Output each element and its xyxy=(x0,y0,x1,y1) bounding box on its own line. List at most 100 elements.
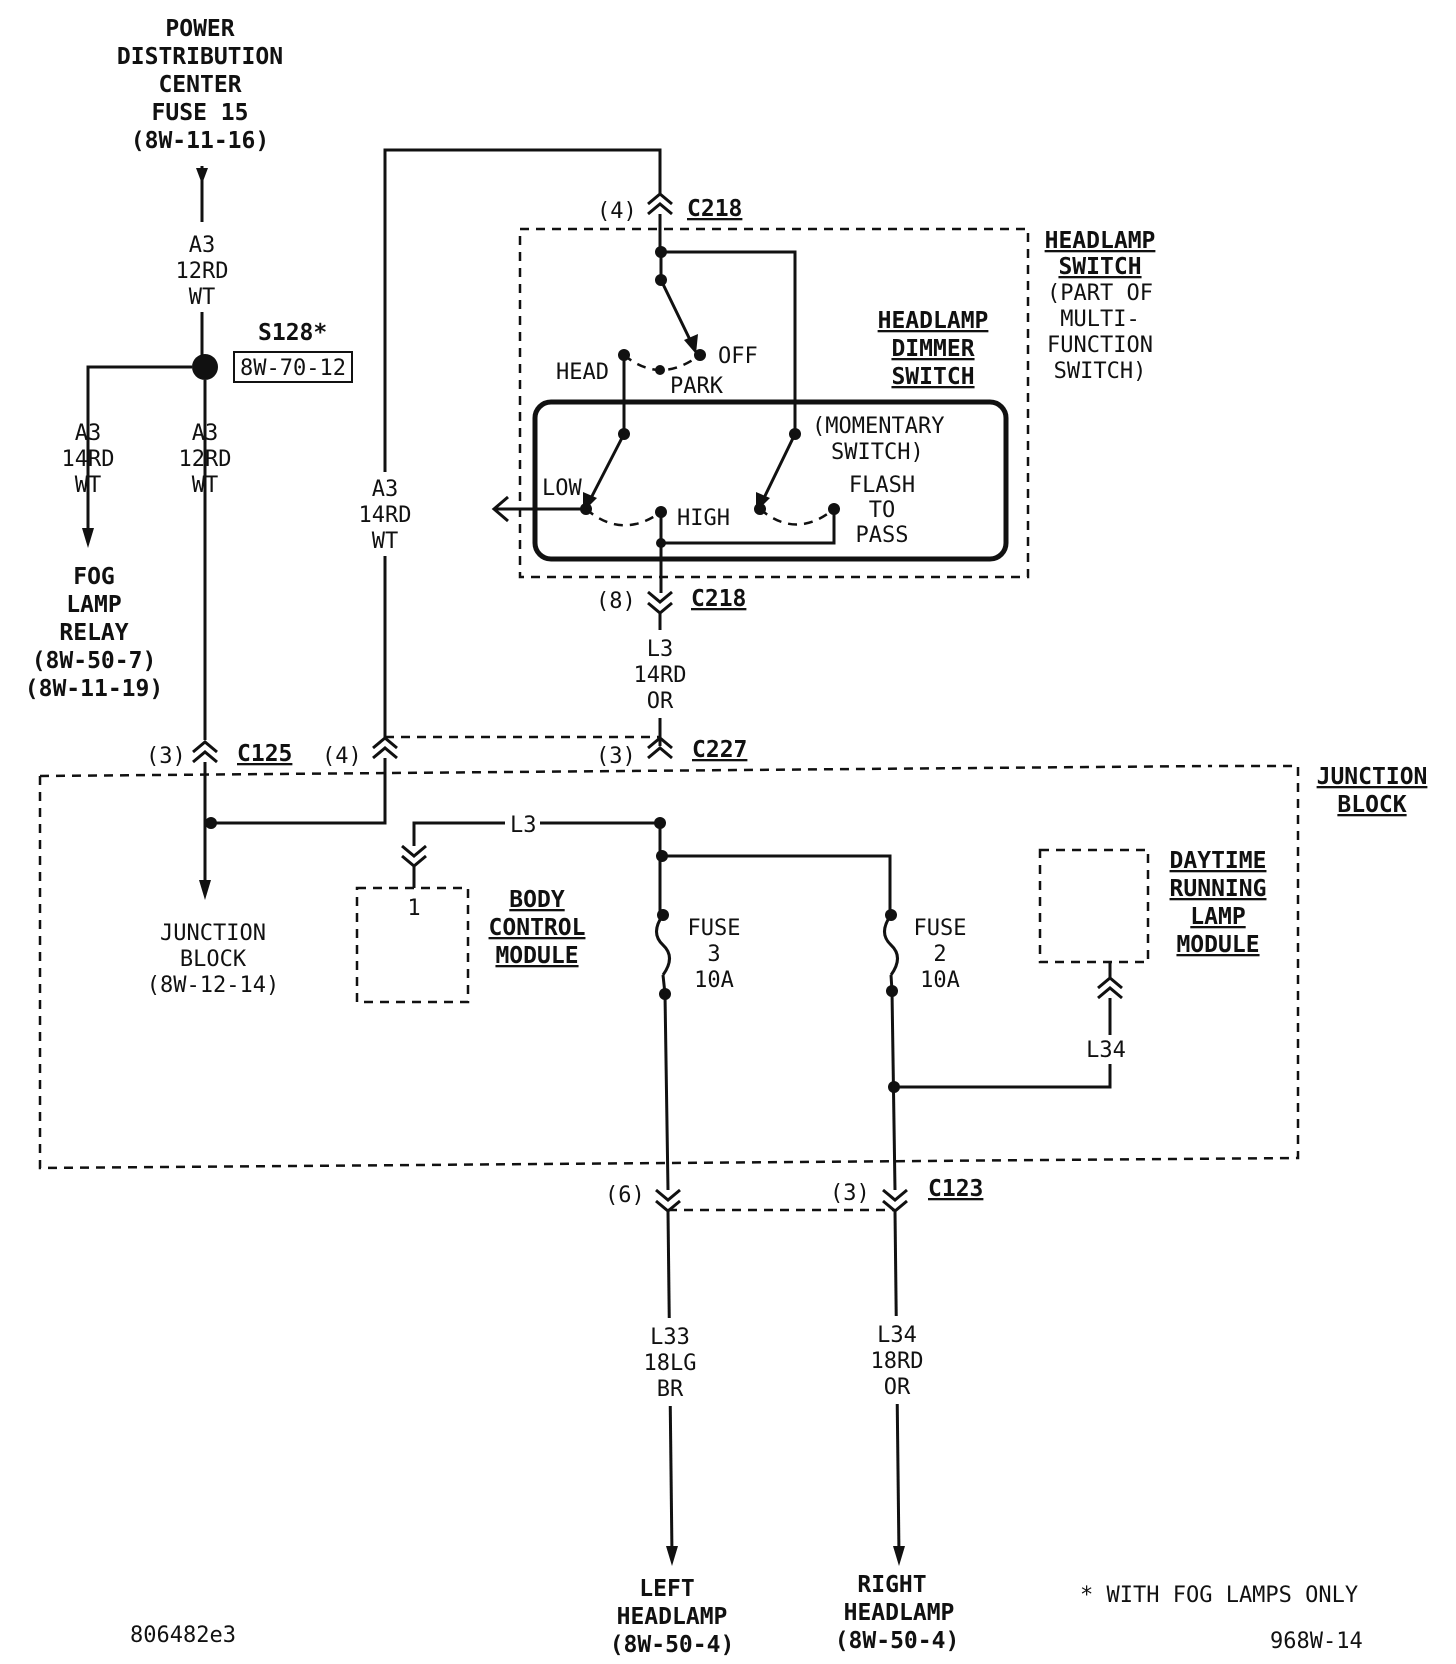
dimmer-blade xyxy=(588,433,626,501)
svg-text:10A: 10A xyxy=(694,968,734,993)
page-id-label: 968W-14 xyxy=(1270,1629,1363,1654)
svg-text:MODULE: MODULE xyxy=(495,943,578,969)
svg-text:14RD: 14RD xyxy=(62,447,115,472)
flash-position-arc xyxy=(759,508,835,526)
headlamp-switch-label: HEADLAMP SWITCH (PART OF MULTI- FUNCTION… xyxy=(1045,228,1156,384)
wire-a3-12rd-top-label: A3 12RD WT xyxy=(176,233,229,310)
junction-block-ref-label: JUNCTION BLOCK (8W-12-14) xyxy=(147,921,279,998)
svg-text:RUNNING: RUNNING xyxy=(1170,876,1267,902)
svg-text:FLASH: FLASH xyxy=(849,473,915,498)
headlamp-switch-blade xyxy=(659,279,695,347)
junction-block-ref-arrow xyxy=(199,880,211,900)
svg-text:DAYTIME: DAYTIME xyxy=(1170,848,1267,874)
svg-text:A3: A3 xyxy=(372,477,399,502)
splice-s128-label: S128* xyxy=(258,320,327,346)
fuse-3-label: FUSE 3 10A xyxy=(688,916,741,993)
svg-text:12RD: 12RD xyxy=(176,259,229,284)
svg-text:14RD: 14RD xyxy=(634,663,687,688)
svg-text:WT: WT xyxy=(189,285,216,310)
connector-c125: (3) C125 xyxy=(146,740,292,769)
svg-text:(3): (3) xyxy=(596,744,636,769)
svg-text:FOG: FOG xyxy=(73,564,115,590)
svg-text:(8W-50-4): (8W-50-4) xyxy=(610,1632,735,1658)
wire-flash-to-high xyxy=(661,509,836,545)
connector-c218-top: (4) C218 xyxy=(597,192,742,252)
svg-text:WT: WT xyxy=(192,473,219,498)
jb-left-node xyxy=(205,817,217,829)
svg-text:FUSE: FUSE xyxy=(688,916,741,941)
svg-text:(8): (8) xyxy=(596,589,636,614)
svg-text:DIMMER: DIMMER xyxy=(891,336,974,362)
left-headlamp-arrow xyxy=(666,1546,678,1566)
connector-c218-bottom: (8) C218 xyxy=(596,586,746,615)
svg-text:C123: C123 xyxy=(928,1176,983,1202)
wire-a3-14rd-fog-label: A3 14RD WT xyxy=(62,421,115,498)
footnote-fog-lamps: * WITH FOG LAMPS ONLY xyxy=(1080,1583,1358,1608)
svg-text:L33: L33 xyxy=(650,1325,690,1350)
svg-text:(3): (3) xyxy=(146,744,186,769)
svg-text:JUNCTION: JUNCTION xyxy=(1317,764,1428,790)
high-output-node xyxy=(656,538,666,548)
svg-text:WT: WT xyxy=(372,529,399,554)
connector-c227: (3) C227 xyxy=(596,736,747,769)
fog-relay-arrow xyxy=(82,528,94,548)
wire-l34-drl-label: L34 xyxy=(1086,1038,1126,1063)
wire-l33-18lg-label: L33 18LG BR xyxy=(632,1318,710,1406)
svg-text:14RD: 14RD xyxy=(359,503,412,528)
svg-text:(6): (6) xyxy=(605,1183,645,1208)
svg-text:(4): (4) xyxy=(597,199,637,224)
svg-text:3: 3 xyxy=(707,942,720,967)
svg-text:OR: OR xyxy=(884,1375,911,1400)
svg-text:12RD: 12RD xyxy=(179,447,232,472)
svg-text:DISTRIBUTION: DISTRIBUTION xyxy=(117,44,283,70)
svg-text:L3: L3 xyxy=(647,637,674,662)
momentary-switch-label-2: SWITCH) xyxy=(831,440,924,465)
svg-text:L34: L34 xyxy=(877,1323,917,1348)
svg-text:MULTI-: MULTI- xyxy=(1060,307,1139,332)
svg-text:LAMP: LAMP xyxy=(66,592,121,618)
wire-a3-14rd-loop-label: A3 14RD WT xyxy=(352,472,418,556)
switch-position-off: OFF xyxy=(718,344,758,369)
svg-text:FUSE 15: FUSE 15 xyxy=(152,100,249,126)
body-control-module-box xyxy=(355,886,470,1004)
svg-text:POWER: POWER xyxy=(165,16,234,42)
svg-text:(8W-11-16): (8W-11-16) xyxy=(131,128,269,154)
svg-text:SWITCH: SWITCH xyxy=(891,364,974,390)
svg-text:SWITCH: SWITCH xyxy=(1058,254,1141,280)
svg-text:A3: A3 xyxy=(189,233,216,258)
svg-text:HEADLAMP: HEADLAMP xyxy=(844,1600,955,1626)
dimmer-position-arc xyxy=(585,508,662,527)
power-distribution-center-label: POWER DISTRIBUTION CENTER FUSE 15 (8W-11… xyxy=(117,16,283,154)
svg-text:SWITCH): SWITCH) xyxy=(1054,359,1147,384)
wire-l3-to-bcm-2 xyxy=(412,821,505,846)
svg-text:OR: OR xyxy=(647,689,674,714)
svg-text:TO: TO xyxy=(869,498,896,523)
wire-l3-bcm-label: L3 xyxy=(510,813,537,838)
svg-text:BODY: BODY xyxy=(509,887,565,913)
svg-text:18RD: 18RD xyxy=(871,1349,924,1374)
svg-text:10A: 10A xyxy=(920,968,960,993)
wire-fuse2-out xyxy=(890,990,897,1191)
wire-c125-pin4-to-node xyxy=(211,758,387,825)
svg-text:HEADLAMP: HEADLAMP xyxy=(617,1604,728,1630)
svg-text:C218: C218 xyxy=(691,586,746,612)
svg-text:(8W-50-7): (8W-50-7) xyxy=(32,648,157,674)
flash-to-pass-label: FLASH TO PASS xyxy=(849,473,915,548)
splice-ref-label: 8W-70-12 xyxy=(240,356,346,381)
daytime-running-lamp-module-label: DAYTIME RUNNING LAMP MODULE xyxy=(1170,848,1267,958)
wire-a3-loop xyxy=(383,148,662,738)
fog-lamp-relay-label: FOG LAMP RELAY (8W-50-7) (8W-11-19) xyxy=(25,564,163,702)
svg-text:PASS: PASS xyxy=(856,523,909,548)
svg-text:C125: C125 xyxy=(237,741,292,767)
svg-text:(PART OF: (PART OF xyxy=(1047,281,1153,306)
svg-text:BR: BR xyxy=(657,1377,684,1402)
svg-text:CENTER: CENTER xyxy=(158,72,241,98)
svg-text:18LG: 18LG xyxy=(644,1351,697,1376)
svg-text:(8W-11-19): (8W-11-19) xyxy=(25,676,163,702)
svg-text:C218: C218 xyxy=(687,196,742,222)
svg-text:FUNCTION: FUNCTION xyxy=(1047,333,1153,358)
wire-low-out-arrowhead xyxy=(491,495,509,523)
svg-text:LAMP: LAMP xyxy=(1190,904,1245,930)
svg-text:C227: C227 xyxy=(692,737,747,763)
